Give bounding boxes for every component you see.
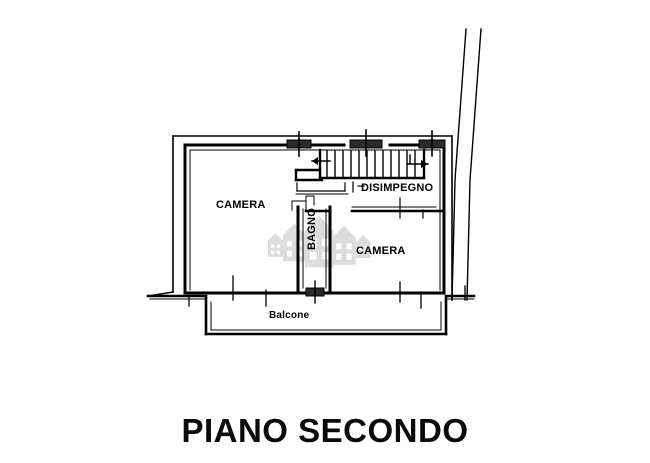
window-icon-3	[418, 130, 446, 157]
wall-inner-faces	[189, 149, 441, 291]
room-label-disimpegno: DISIMPEGNO	[361, 182, 434, 194]
staircase	[294, 148, 426, 182]
hallway-detail-ticks	[296, 181, 424, 219]
window-openings	[286, 129, 446, 157]
balcony-thin	[210, 301, 442, 331]
bagno-walls-thin	[291, 195, 327, 289]
balcony	[204, 296, 448, 336]
room-label-balcone: Balcone	[269, 310, 310, 321]
stair-direction-arrows	[311, 154, 429, 168]
door-openings	[305, 280, 325, 304]
construction-lines	[451, 28, 482, 301]
bagno-walls	[296, 205, 332, 292]
page-title: PIANO SECONDO	[181, 412, 469, 449]
hallway-wall-thin	[295, 193, 437, 208]
room-label-camera-left: CAMERA	[216, 199, 266, 211]
window-icon-1	[286, 131, 312, 157]
room-label-bagno: BAGNO	[306, 208, 318, 250]
room-label-camera-right: CAMERA	[356, 245, 406, 257]
window-icon-2	[349, 129, 383, 157]
dimension-ticks	[188, 275, 466, 309]
door-icon-bagno	[305, 280, 325, 304]
